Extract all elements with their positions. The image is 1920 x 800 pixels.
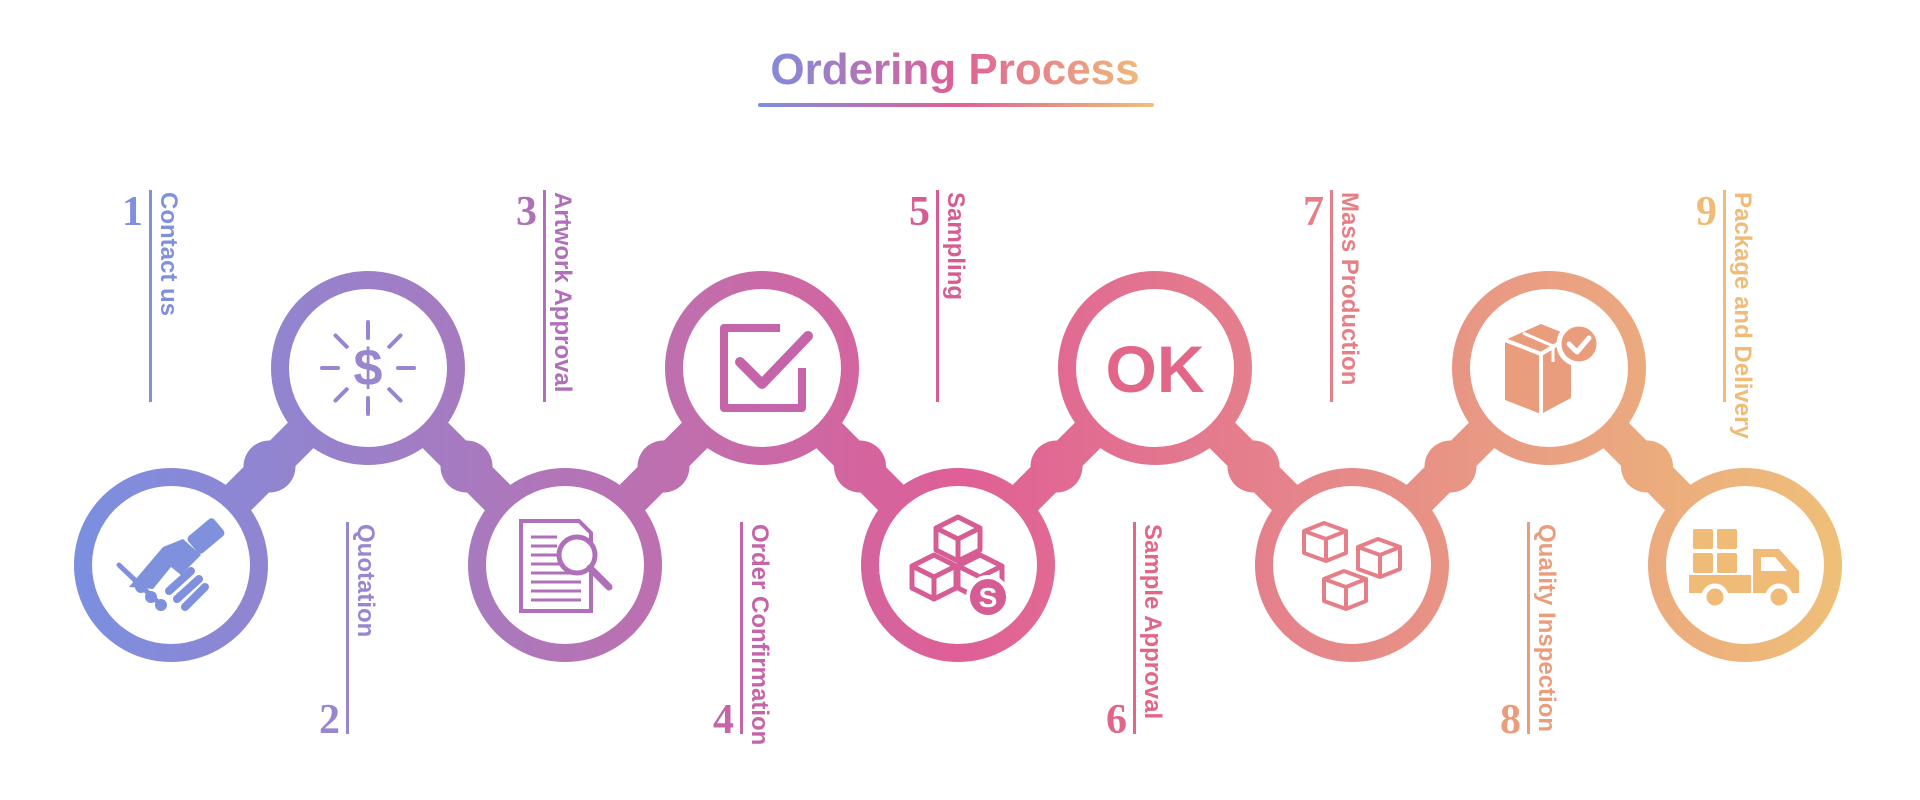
checkbox-icon xyxy=(720,324,813,412)
connector-joint xyxy=(639,442,680,483)
step-number: 6 xyxy=(1106,697,1127,743)
step-2: 2 Quotation xyxy=(319,522,379,743)
connector-joint xyxy=(1237,442,1278,483)
step-number: 4 xyxy=(713,697,734,743)
step-label: Quality Inspection xyxy=(1533,524,1560,732)
step-label: Sampling xyxy=(942,192,969,300)
step-divider xyxy=(1330,190,1333,402)
step-8: 8 Quality Inspection xyxy=(1500,522,1560,743)
step-divider xyxy=(936,190,939,402)
boxes-icon xyxy=(1302,521,1402,611)
step-number: 3 xyxy=(516,189,537,235)
step-circle xyxy=(271,271,465,465)
step-divider xyxy=(543,190,546,402)
step-1: 1 Contact us xyxy=(122,189,182,402)
step-5: 5 Sampling xyxy=(909,189,969,402)
step-circle xyxy=(1058,271,1252,465)
step-number: 9 xyxy=(1696,189,1717,235)
step-label: Package and Delivery xyxy=(1729,192,1756,439)
step-label: Order Confirmation xyxy=(746,524,773,745)
step-circle xyxy=(665,271,859,465)
connector-joint xyxy=(1631,442,1672,483)
step-divider xyxy=(1723,190,1726,402)
step-number: 7 xyxy=(1303,189,1324,235)
delivery-truck-icon xyxy=(1689,529,1799,611)
step-label: Sample Approval xyxy=(1139,524,1166,719)
step-label: Artwork Approval xyxy=(549,192,576,392)
step-divider xyxy=(740,522,743,734)
step-circle xyxy=(1648,468,1842,662)
step-divider xyxy=(1133,522,1136,734)
sample-boxes-icon: S xyxy=(909,514,1010,619)
handshake-icon xyxy=(116,518,225,611)
step-number: 1 xyxy=(122,189,143,235)
svg-text:OK: OK xyxy=(1106,332,1205,406)
step-circle xyxy=(1255,468,1449,662)
connector-joint xyxy=(1426,442,1467,483)
ok-icon: OK xyxy=(1106,332,1205,406)
step-7: 7 Mass Production xyxy=(1303,189,1363,402)
step-number: 2 xyxy=(319,697,340,743)
step-label: Contact us xyxy=(155,192,182,316)
step-divider xyxy=(149,190,152,402)
connector-joint xyxy=(245,442,286,483)
step-divider xyxy=(1527,522,1530,734)
document-magnifier-icon xyxy=(519,519,613,613)
step-6: 6 Sample Approval xyxy=(1106,522,1166,743)
connector-joint xyxy=(450,442,491,483)
dollar-sign-icon: $ xyxy=(320,320,416,416)
step-divider xyxy=(346,522,349,734)
step-3: 3 Artwork Approval xyxy=(516,189,576,402)
step-number: 5 xyxy=(909,189,930,235)
process-chain xyxy=(74,271,1842,662)
svg-text:S: S xyxy=(979,582,998,613)
step-4: 4 Order Confirmation xyxy=(713,522,773,745)
svg-text:$: $ xyxy=(354,339,383,397)
connector-joint xyxy=(1032,442,1073,483)
connector-joint xyxy=(844,442,885,483)
title-underline xyxy=(758,103,1154,107)
step-icons: $ S OK xyxy=(116,320,1799,619)
step-9: 9 Package and Delivery xyxy=(1696,189,1756,439)
box-check-icon xyxy=(1504,321,1602,414)
step-label: Quotation xyxy=(352,524,379,637)
page-title: Ordering Process xyxy=(770,45,1139,94)
step-number: 8 xyxy=(1500,697,1521,743)
step-label: Mass Production xyxy=(1336,192,1363,385)
